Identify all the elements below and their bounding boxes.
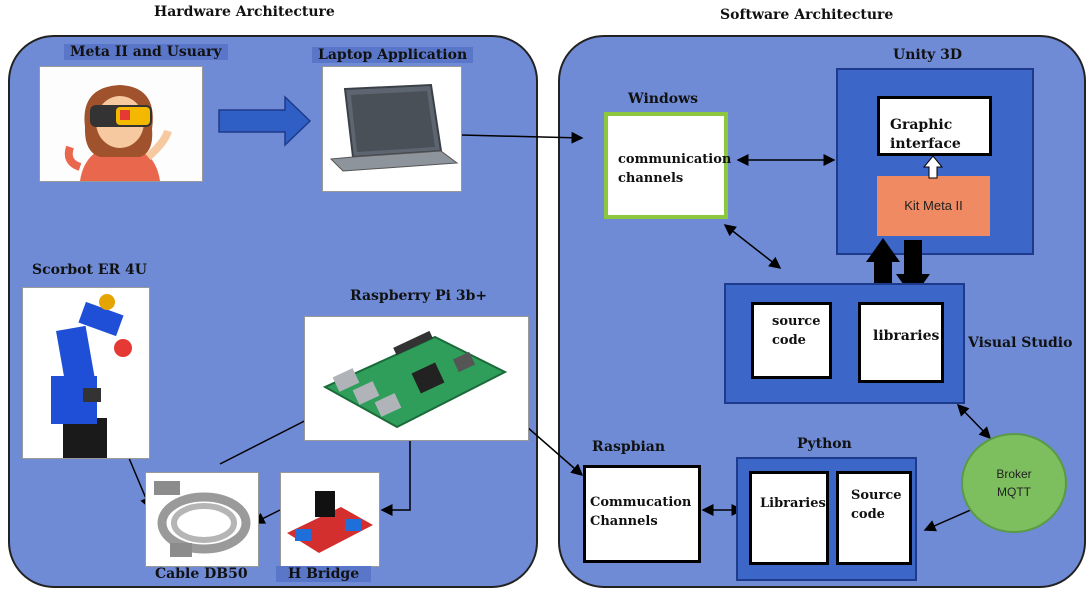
vr-user-image bbox=[39, 66, 203, 182]
hbridge-board-icon bbox=[281, 473, 379, 566]
scorbot-image bbox=[22, 287, 150, 459]
python-source-code-box: Source code bbox=[836, 471, 912, 565]
python-libraries-box: Libraries bbox=[749, 471, 829, 565]
python-label: Python bbox=[797, 436, 852, 452]
raspberry-label: Raspberry Pi 3b+ bbox=[350, 288, 488, 304]
hbridge-image bbox=[280, 472, 380, 567]
circuit-board-icon bbox=[305, 317, 528, 440]
hardware-architecture-title: Hardware Architecture bbox=[154, 4, 335, 20]
hbridge-label: H Bridge bbox=[276, 566, 372, 582]
broker-mqtt-node: Broker MQTT bbox=[961, 433, 1067, 533]
robot-arm-icon bbox=[23, 288, 149, 458]
laptop-icon bbox=[323, 67, 461, 191]
visual-studio-label: Visual Studio bbox=[968, 335, 1073, 351]
windows-label: Windows bbox=[628, 91, 699, 107]
cable-label: Cable DB50 bbox=[155, 566, 248, 582]
meta-user-label: Meta II and Usuary bbox=[64, 44, 228, 60]
windows-communication-box: communication channels bbox=[604, 112, 731, 219]
raspbian-communication-box: Commucation Channels bbox=[583, 465, 701, 563]
vs-libraries-box: libraries bbox=[858, 302, 944, 383]
scorbot-label: Scorbot ER 4U bbox=[32, 262, 147, 278]
raspbian-label: Raspbian bbox=[592, 439, 666, 455]
laptop-label: Laptop Application bbox=[312, 47, 474, 63]
kit-meta-box: Kit Meta II bbox=[877, 176, 990, 236]
software-architecture-title: Software Architecture bbox=[720, 7, 894, 23]
raspberry-image bbox=[304, 316, 529, 441]
laptop-image bbox=[322, 66, 462, 192]
unity-label: Unity 3D bbox=[893, 47, 963, 63]
cable-image bbox=[145, 472, 259, 567]
broker-mqtt-text: Broker MQTT bbox=[996, 467, 1032, 499]
vs-source-code-box: source code bbox=[751, 302, 832, 379]
cable-icon bbox=[146, 473, 258, 566]
graphic-interface-box: Graphic interface bbox=[877, 96, 992, 156]
vr-headset-icon bbox=[40, 67, 202, 181]
